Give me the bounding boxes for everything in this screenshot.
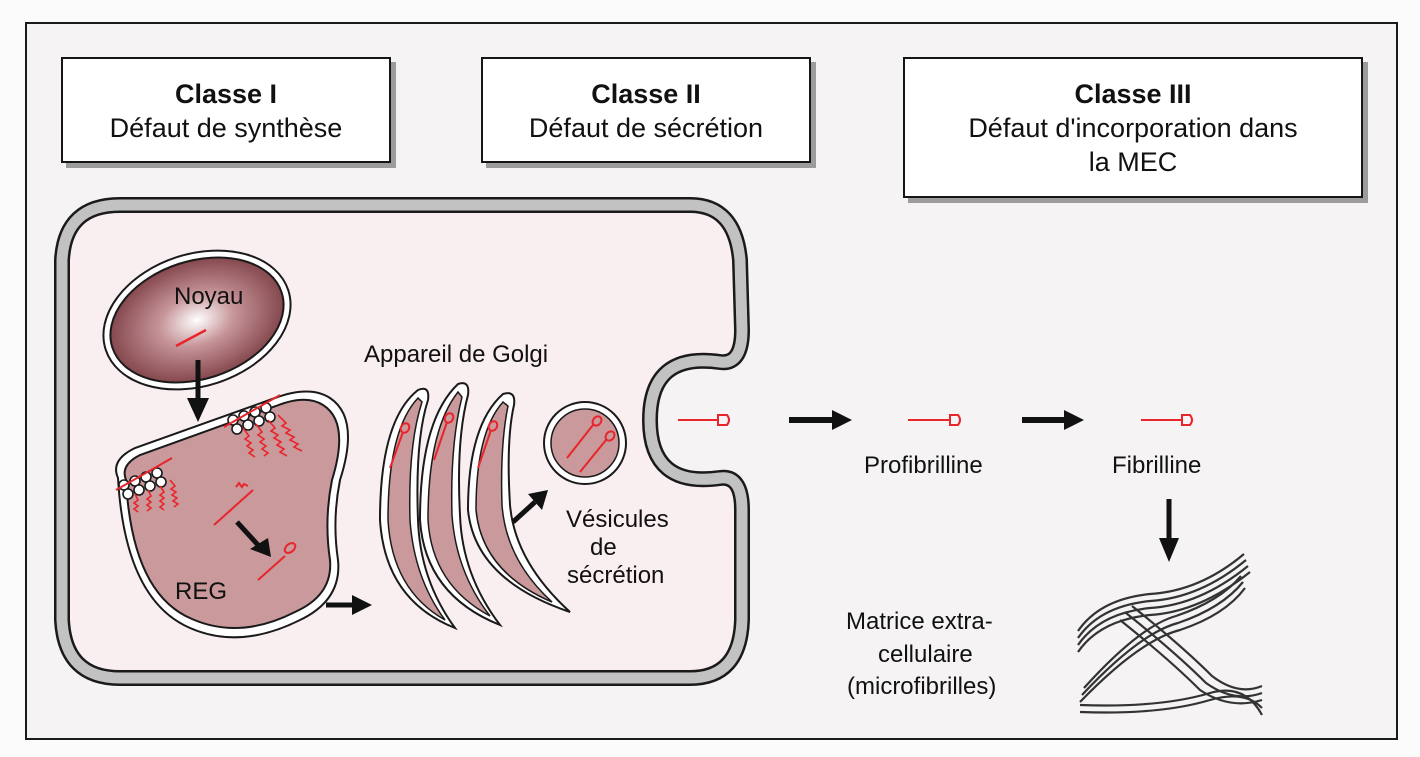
golgi-label: Appareil de Golgi [364,341,548,368]
class-2-box: Classe II Défaut de sécrétion [481,57,811,163]
golgi-cisterna-3 [466,392,571,613]
profibrillin-label: Profibrilline [864,452,983,479]
arrow-in-er [235,520,271,557]
vesicles-label-line3: sécrétion [567,562,664,589]
secreted-profibrillin [678,414,730,426]
rough-er: REG [115,390,349,639]
nucleus: Noyau [102,249,292,391]
ecm-label-line1: Matrice extra- [846,608,993,635]
profibrillin-molecule [908,414,961,426]
class-3-title: Classe III [1074,79,1192,109]
fibrillin-molecule [1141,414,1193,426]
arrow-er-to-golgi [326,595,372,615]
class-1-title: Classe I [174,79,278,109]
vesicles-label-line2: de [590,534,617,561]
secretory-vesicle: Vésicules de sécrétion [543,401,669,589]
class-3-box: Classe III Défaut d'incorporation dans l… [903,57,1363,198]
class-3-subtitle-line2: la MEC [1088,147,1178,177]
arrow-nucleus-to-er [187,360,209,422]
nascent-chains [132,414,303,513]
ecm-label-line3: (microfibrilles) [847,673,996,700]
arrow-to-profibrillin [789,410,852,430]
fibrillin-label: Fibrilline [1112,452,1201,479]
vesicles-label-line1: Vésicules [566,506,669,533]
arrow-to-ecm [1159,499,1179,562]
golgi-cisterna-1 [378,387,458,631]
unfolded-protein [213,481,254,526]
class-2-subtitle: Défaut de sécrétion [528,113,764,143]
class-1-subtitle: Défaut de synthèse [109,113,343,143]
microfibrils [1077,553,1263,716]
folded-protein-er [257,542,297,581]
er-label: REG [175,578,227,605]
gene-mark [175,328,207,348]
arrow-golgi-to-vesicle [511,490,548,524]
class-3-subtitle-line1: Défaut d'incorporation dans [968,113,1298,143]
ecm-label-line2: cellulaire [878,641,973,668]
nucleus-label: Noyau [174,283,243,310]
class-2-title: Classe II [591,79,701,109]
golgi-apparatus: Appareil de Golgi [364,341,571,631]
golgi-cisterna-2 [418,382,503,628]
class-1-box: Classe I Défaut de synthèse [61,57,391,163]
arrow-to-fibrillin [1022,410,1084,430]
